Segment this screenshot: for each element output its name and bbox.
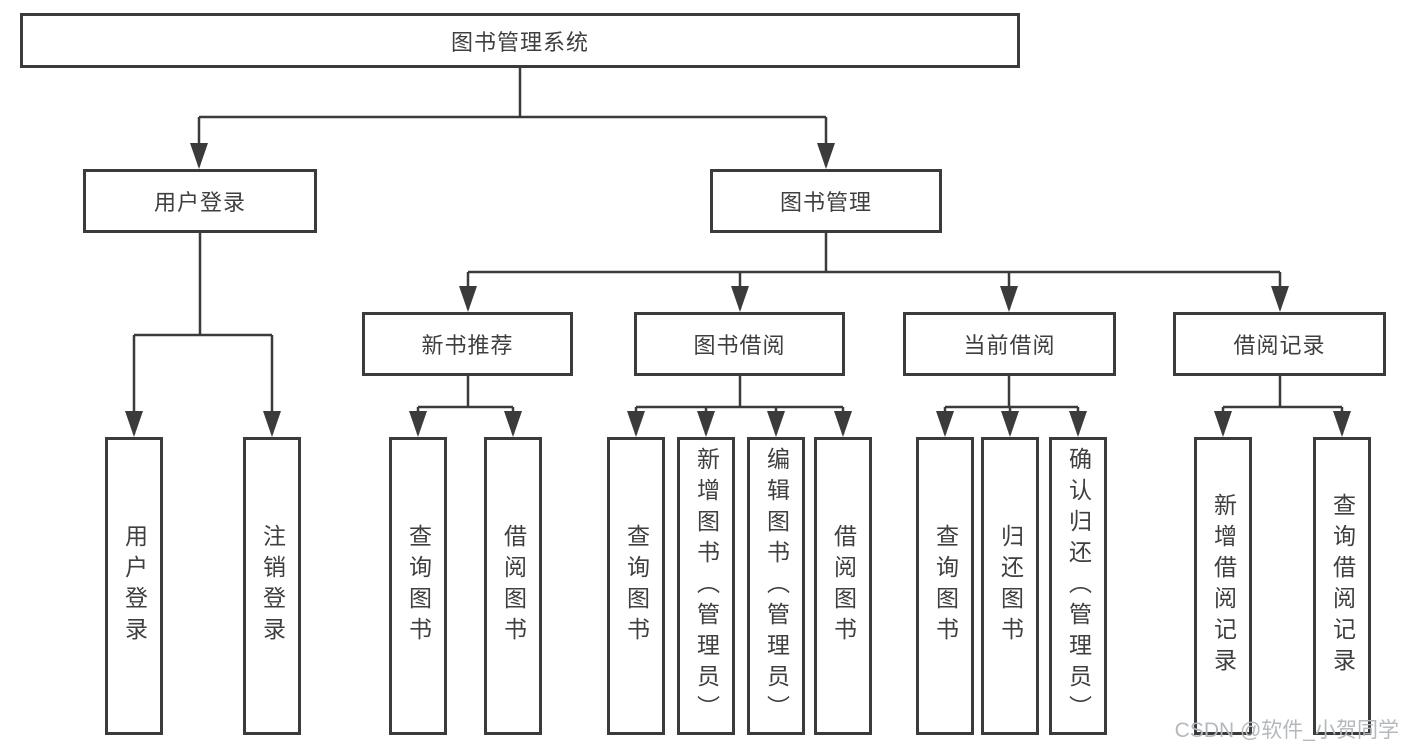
leaf-label: 新增借阅记录	[1210, 493, 1237, 679]
node-label: 新书推荐	[421, 333, 514, 358]
leaf-query-books-borrow: 查询图书	[607, 437, 665, 735]
leaf-label: 新增图书（管理员）	[693, 446, 720, 726]
leaf-label: 归还图书	[997, 524, 1024, 648]
leaf-borrow-books-recommend: 借阅图书	[484, 437, 542, 735]
leaf-add-borrow-record: 新增借阅记录	[1194, 437, 1252, 735]
node-label: 用户登录	[153, 190, 246, 215]
node-label: 当前借阅	[963, 333, 1056, 358]
leaf-label: 注销登录	[259, 524, 286, 648]
leaf-label: 查询图书	[932, 524, 959, 648]
node-label: 图书借阅	[693, 333, 786, 358]
leaf-label: 借阅图书	[830, 524, 857, 648]
leaf-query-books-recommend: 查询图书	[389, 437, 447, 735]
leaf-borrow-books: 借阅图书	[814, 437, 872, 735]
leaf-confirm-return-admin: 确认归还（管理员）	[1049, 437, 1107, 735]
node-current-borrow: 当前借阅	[903, 312, 1116, 376]
leaf-label: 查询借阅记录	[1329, 493, 1356, 679]
node-user-login: 用户登录	[83, 169, 317, 233]
leaf-return-books: 归还图书	[981, 437, 1039, 735]
arrowheads	[125, 143, 1351, 437]
node-label: 图书管理系统	[450, 29, 589, 55]
node-book-management: 图书管理	[710, 169, 942, 233]
node-book-borrow: 图书借阅	[634, 312, 845, 376]
leaf-label: 用户登录	[121, 524, 148, 648]
node-borrow-records: 借阅记录	[1173, 312, 1386, 376]
leaf-label: 编辑图书（管理员）	[763, 446, 790, 726]
leaf-user-login: 用户登录	[105, 437, 163, 735]
node-label: 图书管理	[779, 190, 872, 215]
leaf-edit-books-admin: 编辑图书（管理员）	[747, 437, 805, 735]
leaf-label: 借阅图书	[500, 524, 527, 648]
leaf-label: 查询图书	[405, 524, 432, 648]
leaf-query-books-current: 查询图书	[916, 437, 974, 735]
leaf-label: 确认归还（管理员）	[1065, 446, 1092, 726]
node-root-library-system: 图书管理系统	[20, 13, 1020, 68]
leaf-query-borrow-record: 查询借阅记录	[1313, 437, 1371, 735]
csdn-watermark: CSDN @软件_小贺同学	[1174, 719, 1399, 742]
leaf-logout: 注销登录	[243, 437, 301, 735]
node-new-book-recommend: 新书推荐	[362, 312, 573, 376]
leaf-label: 查询图书	[623, 524, 650, 648]
leaf-add-books-admin: 新增图书（管理员）	[677, 437, 735, 735]
node-label: 借阅记录	[1233, 333, 1326, 358]
